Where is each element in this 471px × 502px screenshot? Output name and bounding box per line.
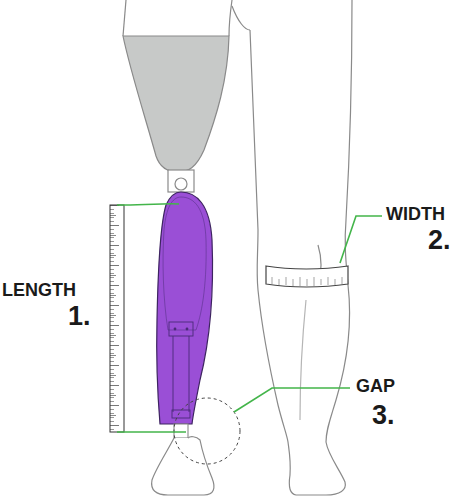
foot bbox=[152, 437, 214, 495]
ruler bbox=[110, 205, 124, 432]
gap-circle bbox=[174, 398, 240, 464]
socket bbox=[123, 36, 229, 172]
dimension-label: LENGTH bbox=[2, 281, 76, 299]
callout-number: 2. bbox=[428, 227, 451, 254]
leader-line bbox=[117, 204, 382, 432]
leg-cover bbox=[157, 192, 213, 424]
body-outline bbox=[123, 0, 352, 495]
callout-number: 3. bbox=[372, 402, 395, 429]
knee-joint bbox=[168, 170, 194, 192]
dimension-label: GAP bbox=[356, 377, 395, 395]
dimension-label: WIDTH bbox=[386, 205, 445, 223]
callout-number: 1. bbox=[68, 303, 91, 330]
measuring-tape bbox=[266, 266, 348, 287]
